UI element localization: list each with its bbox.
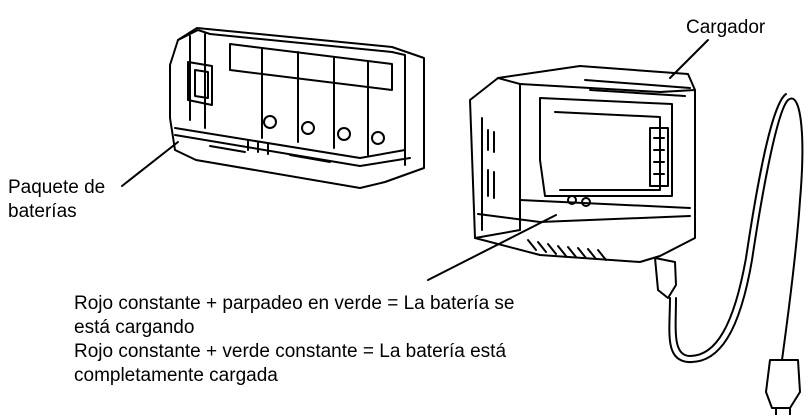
battery-pack-label-line: Paquete de [8, 177, 106, 198]
charger-label: Cargador [686, 17, 766, 38]
charger-leader-line [669, 39, 709, 79]
battery-pack-drawing [169, 27, 425, 189]
status-leader-line [427, 214, 557, 281]
status-line: completamente cargada [74, 365, 278, 386]
status-line: está cargando [74, 317, 195, 338]
charger-drawing [469, 65, 804, 416]
battery-pack-label: Paquete de baterías [8, 176, 105, 224]
battery-pack-label-line: baterías [8, 201, 77, 222]
battery-leader-line [121, 141, 179, 187]
status-line: Rojo constante + parpadeo en verde = La … [74, 293, 515, 314]
status-line: Rojo constante + verde constante = La ba… [74, 341, 507, 362]
charging-status-legend: Rojo constante + parpadeo en verde = La … [74, 292, 514, 388]
